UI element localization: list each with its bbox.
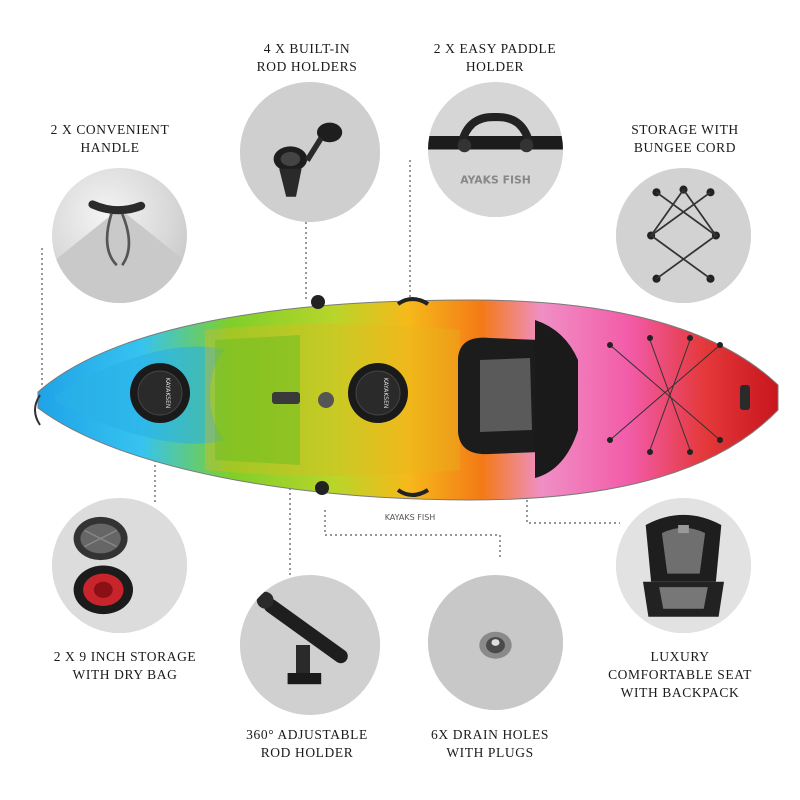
svg-text:KAYAKSEN: KAYAKSEN	[382, 378, 389, 409]
connector-seat	[526, 440, 620, 524]
kayak-seat-icon	[616, 498, 751, 633]
flush-rod-holder-icon	[240, 82, 380, 222]
bungee-cord-icon	[616, 168, 751, 303]
drain-plug-icon	[428, 575, 563, 710]
hatch-dry-bag-icon	[52, 498, 187, 633]
svg-text:KAYAKSEN: KAYAKSEN	[164, 378, 171, 409]
svg-text:KAYAKS FISH: KAYAKS FISH	[385, 513, 436, 522]
svg-text:AYAKS FISH: AYAKS FISH	[460, 173, 531, 186]
adjustable-rod-holder-icon	[240, 575, 380, 715]
handle-icon	[52, 168, 187, 303]
paddle-holder-icon: AYAKS FISH	[428, 82, 563, 217]
